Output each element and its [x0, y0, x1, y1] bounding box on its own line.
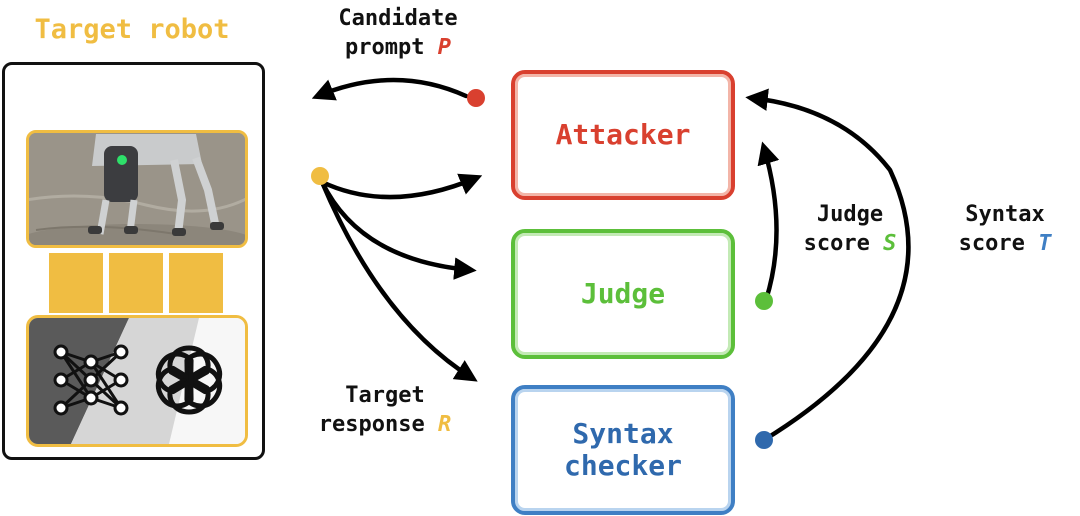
syntax-score-dot — [755, 431, 773, 449]
robot-dog-photo — [29, 133, 245, 245]
candidate-prompt-label: Candidate prompt P — [338, 6, 458, 60]
model-frame — [26, 315, 248, 447]
response-to-attacker-arrow — [319, 173, 483, 200]
connector-bar-1 — [49, 253, 103, 313]
openai-logo-icon — [155, 345, 223, 415]
connector-bar-3 — [169, 253, 223, 313]
response-to-judge-arrow — [319, 179, 477, 280]
syntax-score-label: Syntax score T — [958, 202, 1052, 256]
target-response-label: Target response R — [318, 383, 452, 437]
attacker-label: Attacker — [555, 118, 691, 151]
judge-score-arrow — [757, 141, 780, 303]
attacker-box: Attacker — [511, 70, 735, 200]
judge-box: Judge — [511, 229, 735, 359]
target-robot-panel — [2, 62, 265, 460]
robot-photo-frame — [26, 130, 248, 248]
judge-score-label: Judge score S — [803, 202, 897, 256]
connector-bar-2 — [109, 253, 163, 313]
candidate-prompt-arrow — [311, 77, 469, 101]
target-response-dot — [311, 167, 329, 185]
judge-score-dot — [755, 292, 773, 310]
syntax-score-arrow — [745, 88, 911, 443]
judge-label: Judge — [580, 277, 666, 310]
target-robot-title: Target robot — [34, 14, 230, 45]
candidate-prompt-dot — [467, 89, 485, 107]
neural-network-icon — [53, 344, 129, 416]
response-to-syntax-arrow — [319, 179, 478, 382]
